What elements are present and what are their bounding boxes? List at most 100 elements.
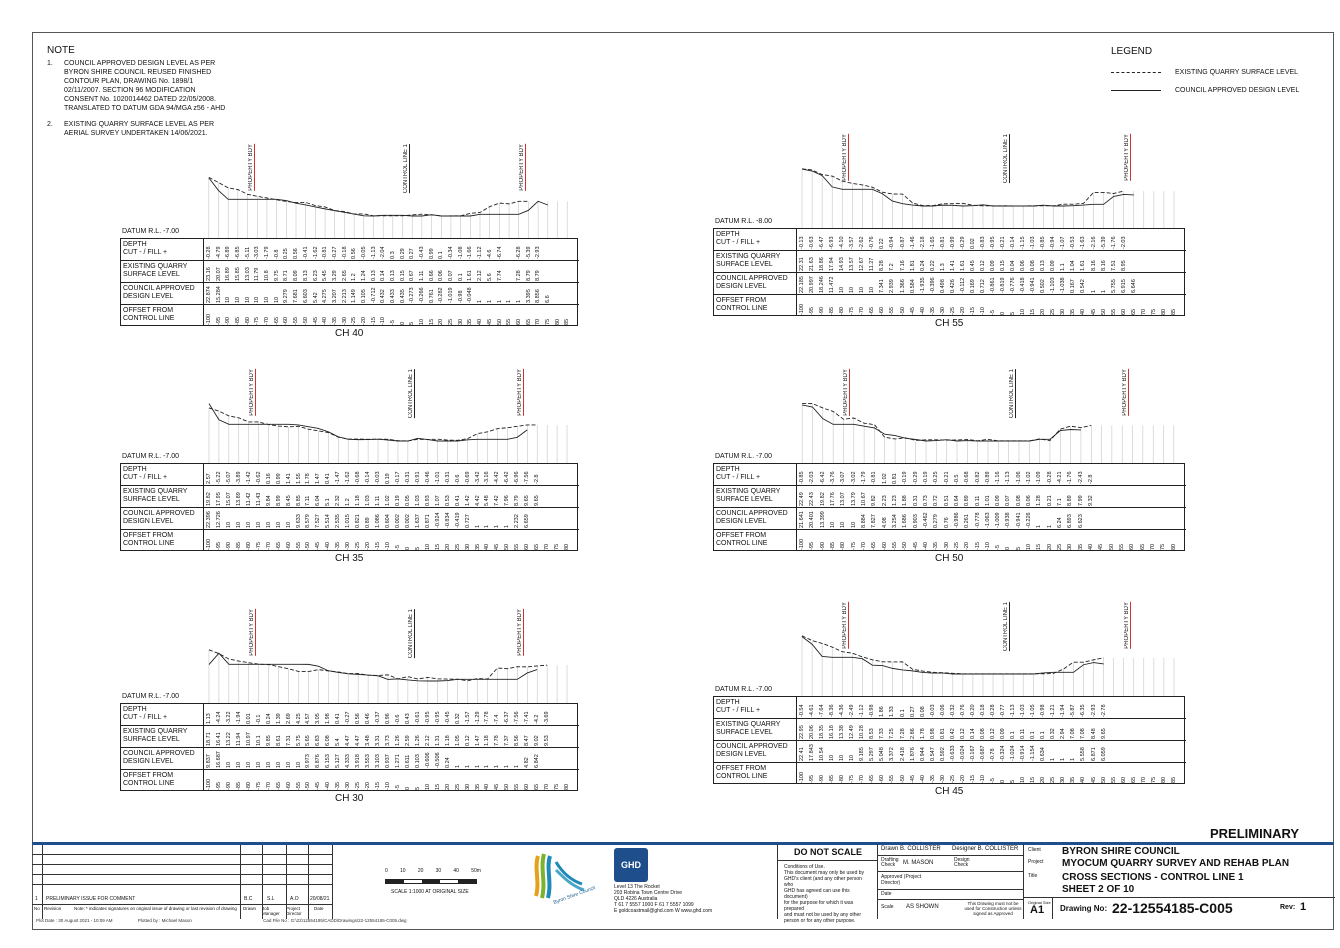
cell-depth: -1.63	[1080, 236, 1087, 249]
conditions-line: person or for any other purpose.	[784, 918, 856, 924]
scale-ticks: 0 10 20 30 40 50m	[385, 868, 481, 874]
property-boundary-marker: PROPERTY BDY	[517, 369, 525, 416]
cell-depth: -1.03	[1020, 704, 1027, 717]
cell-council: 10	[225, 296, 232, 303]
cell-existing: 2.23	[881, 495, 888, 506]
table-divider	[203, 464, 204, 550]
cell-council: 6.623	[1077, 514, 1084, 528]
cell-council: 0.634	[1040, 747, 1047, 761]
cell-offset: -70	[859, 775, 866, 783]
cell-offset: 40	[1088, 543, 1095, 550]
cell-depth: -1.15	[1020, 236, 1027, 249]
cell-council: 2.939	[889, 279, 896, 293]
date-label: Date	[881, 891, 892, 897]
cell-council: 0.24	[444, 757, 451, 768]
cell-existing: 13.07	[840, 492, 847, 506]
cell-existing: 8.85	[295, 495, 302, 506]
cell-offset: -10	[380, 317, 387, 325]
cell-depth: -3.89	[235, 471, 242, 484]
chainage-label: CH 55	[935, 318, 964, 329]
cell-existing: 7.11	[305, 495, 312, 506]
scale-tick: 20	[417, 868, 424, 874]
cell-existing: 1.18	[444, 735, 451, 746]
cell-council: 2.535	[335, 514, 342, 528]
cell-council: -0.048	[467, 287, 474, 303]
cell-council: 0.76	[943, 517, 950, 528]
note-number: 1.	[47, 60, 53, 67]
control-line-marker: CONTROL LINE 1	[1003, 134, 1011, 184]
cell-offset: -60	[879, 307, 886, 315]
conditions-of-use: Conditions of Use. This document may onl…	[778, 861, 878, 927]
cell-council: 10	[245, 761, 252, 768]
cell-council: 2.232	[514, 514, 521, 528]
cell-council: -0.167	[969, 745, 976, 761]
datum-label: DATUM R.L. -7.00	[122, 453, 180, 460]
cell-existing: 3.73	[385, 735, 392, 746]
cell-offset: -45	[909, 775, 916, 783]
cell-depth: -0.29	[959, 236, 966, 249]
scale-value: AS SHOWN	[906, 904, 939, 910]
cell-offset: -75	[850, 542, 857, 550]
cell-depth: -5.07	[225, 471, 232, 484]
cell-council: 1	[515, 299, 522, 303]
cell-existing: 3.29	[331, 270, 338, 281]
cell-existing: 9.85	[265, 735, 272, 746]
cell-existing: 0.06	[1020, 260, 1027, 271]
cell-depth: -0.82	[974, 471, 981, 484]
sheet-size: A1	[1030, 904, 1045, 916]
datum-label: DATUM R.L. -7.00	[715, 686, 773, 693]
cell-depth: -0.03	[375, 471, 382, 484]
cell-existing: 22.95	[799, 725, 805, 739]
cell-offset: 75	[554, 543, 561, 550]
cell-offset: -30	[345, 542, 352, 550]
cell-depth: 0.24	[265, 713, 272, 724]
cell-offset: 60	[1129, 543, 1136, 550]
cell-depth: -1.12	[477, 246, 484, 259]
cell-council: -0.986	[953, 512, 960, 528]
cell-council: 9.837	[206, 754, 212, 768]
council-design-line	[208, 403, 528, 442]
cell-offset: -5	[394, 545, 401, 550]
cell-depth: -1.66	[467, 246, 474, 259]
scale-tick: 40	[453, 868, 459, 874]
cell-existing: 1.47	[474, 735, 481, 746]
cell-offset: -95	[215, 542, 222, 550]
cell-offset: -90	[819, 542, 826, 550]
cell-council: 0.105	[360, 289, 367, 303]
cell-offset: 30	[457, 318, 464, 325]
cell-existing: 17.94	[829, 257, 836, 271]
design-check-label: Design Check	[954, 857, 970, 868]
cell-offset: 35	[474, 783, 481, 790]
cell-offset: -85	[235, 542, 242, 550]
cell-offset: 20	[1040, 308, 1047, 315]
cell-council: 9.633	[295, 514, 302, 528]
cell-council: 6.153	[325, 754, 332, 768]
control-line-marker: CONTROL LINE 1	[407, 609, 415, 659]
cell-council: -1.009	[995, 512, 1002, 528]
cell-offset: -55	[889, 775, 896, 783]
cell-offset: -30	[939, 775, 946, 783]
cell-depth: -1.02	[1026, 471, 1033, 484]
cell-existing: 1.23	[891, 495, 898, 506]
cell-offset: -90	[819, 775, 826, 783]
cell-offset: -40	[919, 775, 926, 783]
cell-offset: 45	[486, 318, 493, 325]
cell-offset: 40	[477, 318, 484, 325]
cell-offset: 0	[399, 321, 406, 325]
cell-offset: -65	[869, 307, 876, 315]
address-line: 203 Robina Town Centre Drive	[614, 890, 683, 896]
cell-depth: -0.27	[331, 246, 338, 259]
cell-existing: 9.32	[1088, 495, 1095, 506]
cell-depth: -0.31	[444, 471, 451, 484]
cell-offset: -70	[265, 782, 272, 790]
signoff-row-check: Drafting Check M. MASON Design Check	[878, 855, 1024, 872]
cell-existing: 15.07	[225, 492, 232, 506]
cell-depth: 0.46	[365, 713, 372, 724]
plot-date: Plot Date : 30 August 2021 - 10:09 AM	[36, 918, 113, 923]
cell-existing: 0.24	[919, 260, 926, 271]
